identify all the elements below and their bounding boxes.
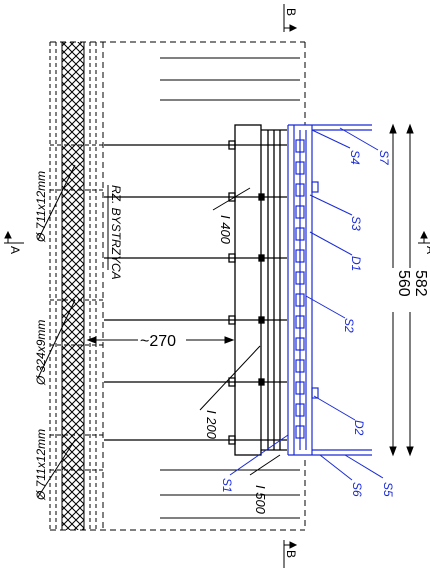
label-s4: S4 (348, 150, 362, 165)
dimension-outer-length: 582 (412, 270, 429, 297)
existing-pier-lines (160, 57, 300, 519)
pile-label-middle: Ø 324x9mm (34, 320, 48, 386)
label-d2: D2 (352, 420, 366, 436)
section-label-bottom: B (284, 550, 298, 558)
label-s6: S6 (350, 482, 364, 497)
support-frame (104, 124, 287, 456)
label-s5: S5 (381, 482, 395, 497)
label-d1: D1 (349, 256, 363, 271)
river-label: RZ. BYSTRZYCA (109, 185, 123, 280)
length-dimension-lines (389, 123, 414, 457)
blue-leaders (229, 127, 384, 481)
beam-label-upper: I 400 (218, 215, 233, 245)
section-marker-right (418, 230, 430, 244)
section-marker-bottom (283, 540, 298, 568)
label-s7: S7 (377, 150, 391, 166)
pile-label-upper: Ø 711x12mm (34, 171, 48, 243)
spacing-dimension (86, 336, 235, 344)
section-label-left: A (8, 246, 22, 254)
section-marker-left (4, 230, 24, 244)
spacing-dimension-label: ~270 (140, 333, 176, 350)
new-structure (287, 124, 372, 456)
section-label-right: A (424, 246, 430, 254)
dimension-inner-length: 560 (395, 270, 412, 297)
label-s2: S2 (342, 318, 356, 333)
beam-label-lower: I 200 (204, 410, 219, 440)
pile-label-lower: Ø 711x12mm (34, 429, 48, 501)
pile-labels: Ø 711x12mm Ø 324x9mm Ø 711x12mm (34, 171, 48, 501)
pile-leaders (37, 164, 76, 498)
section-label-top: B (284, 8, 298, 16)
label-s1: S1 (220, 478, 234, 493)
riverbank-strata (49, 41, 306, 531)
label-s3: S3 (349, 216, 363, 231)
beam-leaders (199, 187, 281, 476)
section-marker-top (283, 4, 298, 32)
blue-labels: S4 S7 S3 D1 S2 D2 S6 S5 S1 (220, 150, 395, 497)
beam-label-bottom: I 500 (253, 485, 268, 515)
